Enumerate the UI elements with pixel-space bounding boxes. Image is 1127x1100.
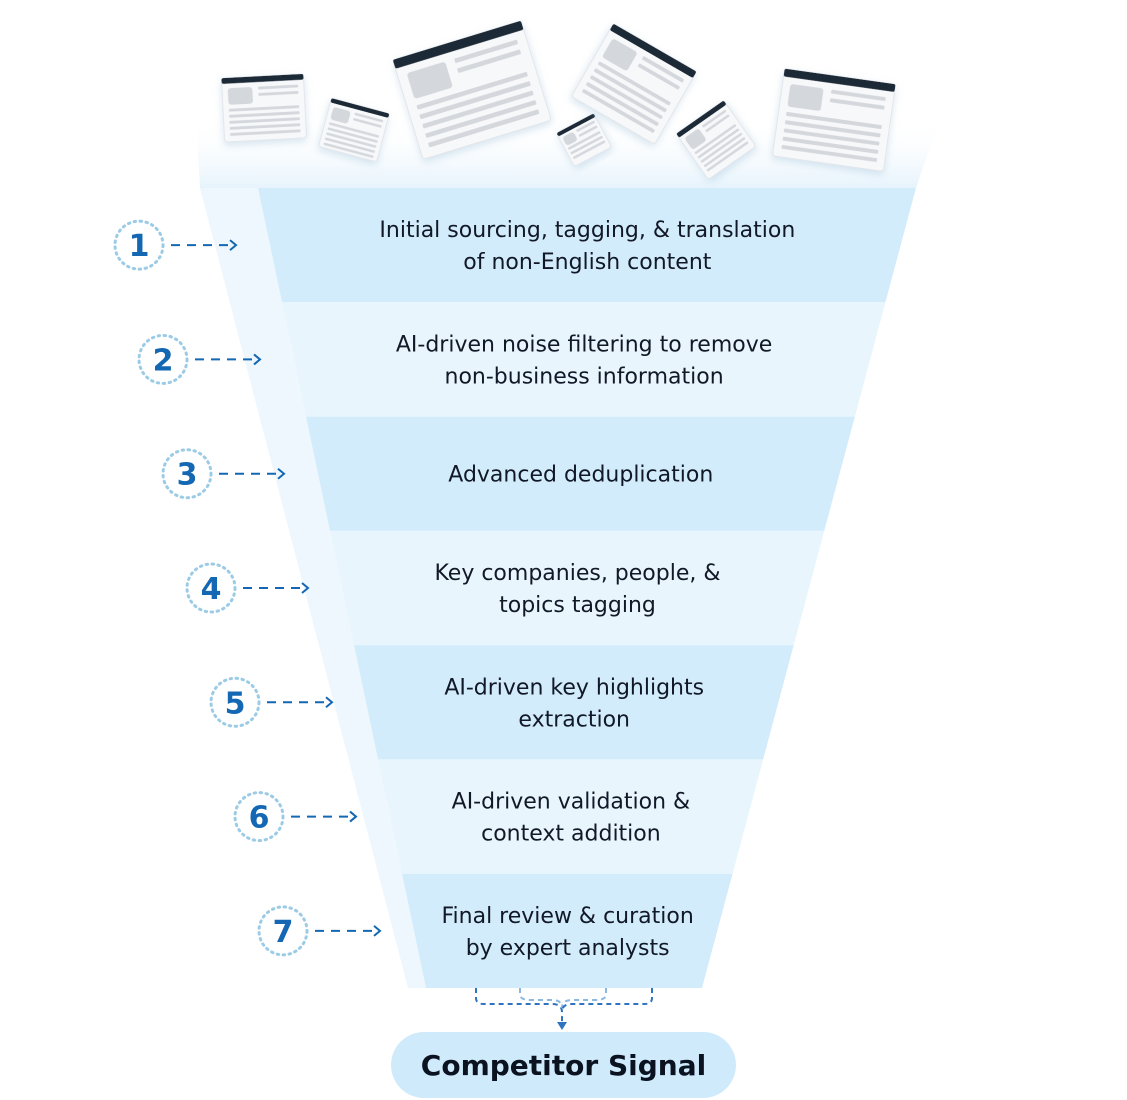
step-1-marker: 1 <box>113 219 238 271</box>
connector-line <box>519 988 563 1009</box>
step-3-text-line: Advanced deduplication <box>448 463 713 488</box>
step-number: 6 <box>249 801 270 836</box>
step-number: 3 <box>177 458 198 493</box>
step-badge-circle <box>257 905 309 957</box>
funnel-band-1 <box>258 188 916 303</box>
document-icon <box>676 101 756 179</box>
step-5-text-line: extraction <box>518 707 630 732</box>
arrow-head-icon <box>301 582 310 594</box>
step-4-marker: 4 <box>185 562 310 614</box>
step-2-text-line: non-business information <box>445 364 724 389</box>
document-icon <box>557 113 611 167</box>
step-badges: 1 2 3 4 5 6 7 <box>113 219 382 957</box>
step-1-text-line: Initial sourcing, tagging, & translation <box>379 218 795 243</box>
funnel-band-7 <box>402 873 733 988</box>
step-4-text-line: topics tagging <box>499 593 656 618</box>
result-pill <box>391 1032 736 1098</box>
step-2-text-line: AI-driven noise filtering to remove <box>396 332 772 357</box>
step-number: 4 <box>201 572 222 607</box>
step-badge-circle <box>185 562 237 614</box>
step-3-marker: 3 <box>161 448 286 500</box>
step-number: 7 <box>273 915 294 950</box>
funnel-band-3 <box>306 416 855 531</box>
step-7-marker: 7 <box>257 905 382 957</box>
step-badge-circle <box>113 219 165 271</box>
step-2-marker: 2 <box>137 333 262 385</box>
funnel-band-2 <box>282 302 886 417</box>
merge-connectors <box>475 988 653 1024</box>
step-badge-circle <box>233 791 285 843</box>
connector-line <box>561 988 607 1009</box>
step-6-text-line: context addition <box>481 822 661 847</box>
step-5-text-line: AI-driven key highlights <box>444 675 704 700</box>
arrow-head-icon <box>373 925 382 937</box>
document-icon <box>318 98 390 162</box>
arrow-head-icon <box>349 810 358 823</box>
connector-arrowhead <box>557 1022 567 1030</box>
funnel-bands: Initial sourcing, tagging, & translation… <box>258 188 916 988</box>
step-1-text-line: of non-English content <box>463 250 712 275</box>
step-badge-circle <box>137 333 189 385</box>
step-5-marker: 5 <box>209 676 334 728</box>
document-icon <box>221 73 307 143</box>
document-icon <box>392 20 552 160</box>
step-badge-circle <box>161 448 213 500</box>
arrow-head-icon <box>253 353 262 366</box>
step-badge-circle <box>209 676 261 728</box>
step-number: 1 <box>129 229 150 264</box>
connector-line <box>475 988 563 1024</box>
document-icon <box>572 24 696 144</box>
step-number: 5 <box>225 686 246 721</box>
step-number: 2 <box>153 343 174 378</box>
document-icon <box>772 68 896 172</box>
step-4-text-line: Key companies, people, & <box>434 561 720 586</box>
funnel-band-5 <box>354 645 794 760</box>
step-6-marker: 6 <box>233 791 358 843</box>
funnel-side-shade <box>200 188 426 988</box>
step-6-text-line: AI-driven validation & <box>452 790 691 815</box>
source-documents <box>221 20 896 179</box>
arrow-head-icon <box>229 239 238 251</box>
funnel-band-4 <box>330 530 825 646</box>
arrow-head-icon <box>277 467 286 480</box>
arrow-head-icon <box>325 696 334 709</box>
funnel-band-6 <box>378 759 764 874</box>
result-label: Competitor Signal <box>421 1049 706 1082</box>
step-7-text-line: by expert analysts <box>466 936 670 961</box>
connector-line <box>561 988 653 1013</box>
step-7-text-line: Final review & curation <box>441 904 693 929</box>
